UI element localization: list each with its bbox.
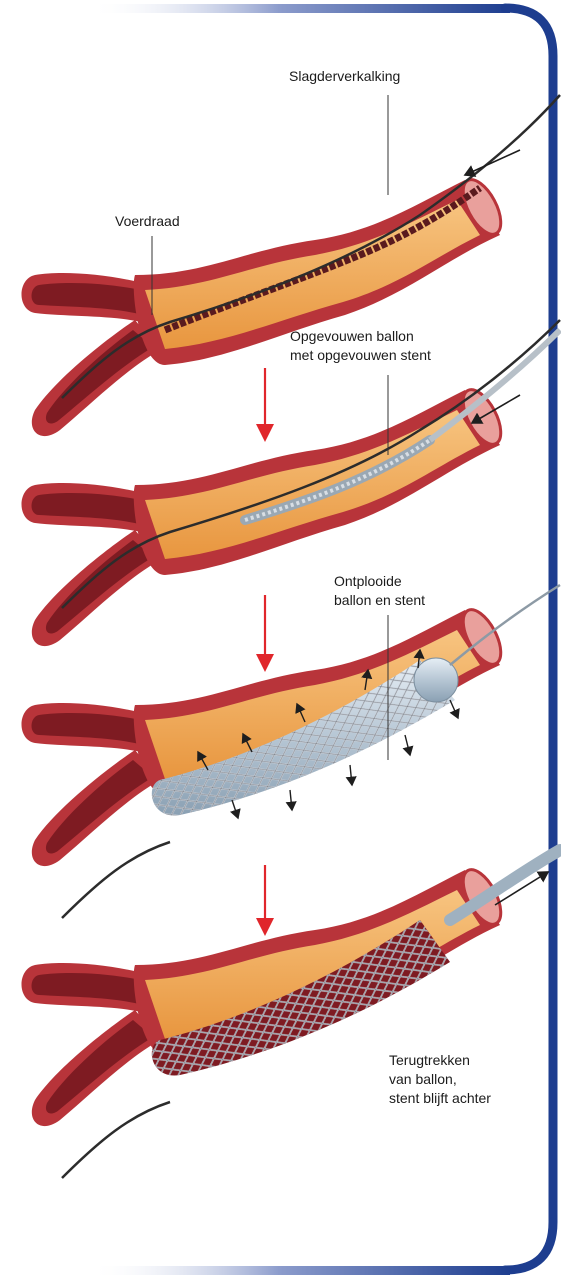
down-arrow-icon <box>256 865 274 936</box>
label-opgevouwen-line-2: met opgevouwen stent <box>290 346 431 365</box>
label-opgevouwen-line-1: Opgevouwen ballon <box>290 327 414 346</box>
frame-bottom-corner <box>505 1222 553 1270</box>
label-ontplooide-line-1: Ontplooide <box>334 572 402 591</box>
down-arrow-icon <box>256 368 274 442</box>
panel-1-vessel <box>22 95 561 436</box>
expansion-arrow-icon <box>232 800 238 818</box>
expansion-arrow-icon <box>350 765 352 785</box>
insertion-arrow-icon <box>465 150 520 175</box>
label-terugtrekken-line-1: Terugtrekken <box>389 1051 470 1070</box>
expansion-arrow-icon <box>405 735 410 755</box>
label-voerdraad: Voerdraad <box>115 212 180 231</box>
down-arrow-icon <box>256 595 274 672</box>
expansion-arrow-icon <box>450 700 458 718</box>
frame-bottom-bar <box>90 1266 510 1275</box>
panel-4-vessel <box>22 850 561 1178</box>
expansion-arrow-icon <box>290 790 292 810</box>
label-slagderverkalking: Slagderverkalking <box>289 67 400 86</box>
label-terugtrekken-line-2: van ballon, <box>389 1070 457 1089</box>
guidewire-4 <box>62 1102 170 1178</box>
guidewire-3 <box>62 842 170 918</box>
panel-3-vessel <box>22 585 561 918</box>
frame-top-bar <box>90 4 510 13</box>
label-terugtrekken-line-3: stent blijft achter <box>389 1089 491 1108</box>
label-ontplooide-line-2: ballon en stent <box>334 591 425 610</box>
frame-top-corner <box>505 8 553 56</box>
